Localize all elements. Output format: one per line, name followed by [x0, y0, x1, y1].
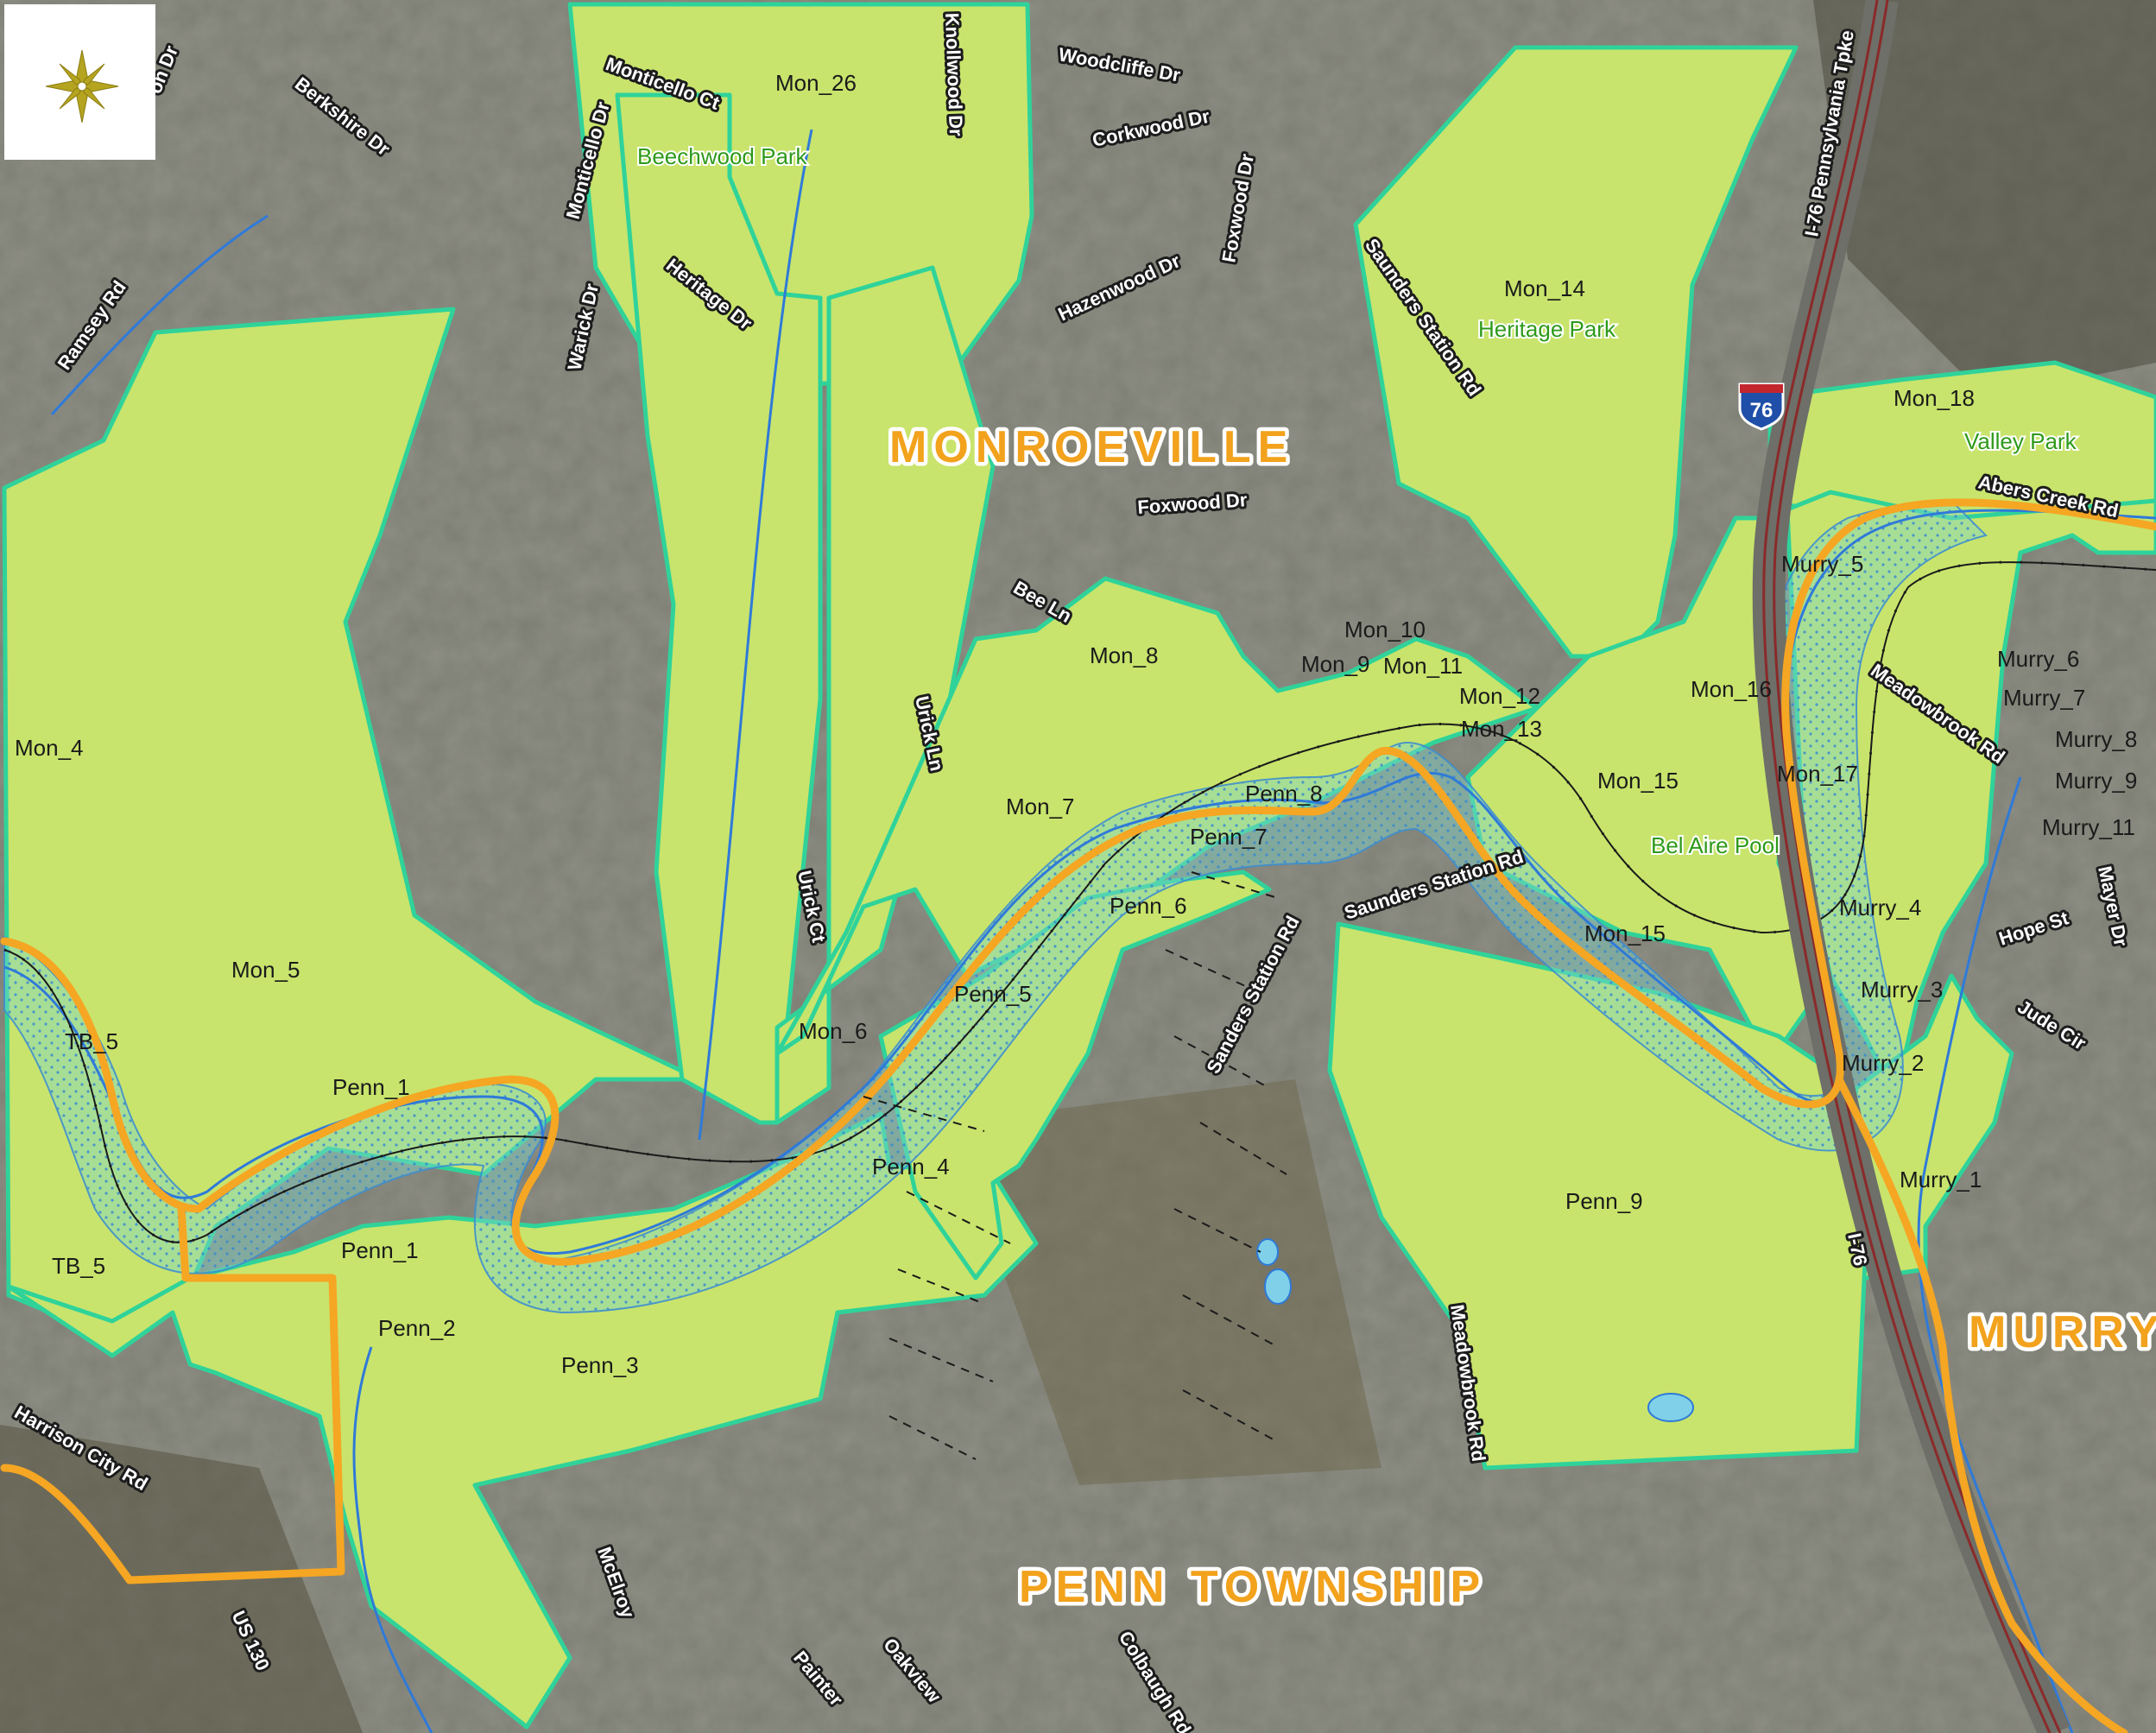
parcel-label[interactable]: Murry_9	[2055, 768, 2137, 794]
trails	[0, 498, 2156, 1733]
easement-lines	[863, 871, 1287, 1460]
parcel-label[interactable]: Mon_17	[1777, 761, 1858, 787]
parcel-label[interactable]: Penn_9	[1565, 1188, 1643, 1214]
wooded-area	[1813, 0, 2156, 397]
parcel-label[interactable]: Penn_1	[332, 1074, 410, 1100]
parcel-label[interactable]: Mon_5	[231, 957, 300, 983]
parcel-mon-14[interactable]	[1353, 45, 1799, 659]
parcel-label[interactable]: Murry_1	[1900, 1167, 1982, 1192]
parcel-label[interactable]: Mon_8	[1090, 642, 1159, 668]
parcel-label[interactable]: Penn_4	[872, 1154, 950, 1180]
pond	[1256, 1238, 1279, 1266]
compass-box	[4, 4, 155, 160]
park-label[interactable]: Beechwood Park	[635, 142, 810, 171]
parcel-label[interactable]: Penn_1	[341, 1237, 419, 1263]
railroad-line	[3, 561, 2156, 1243]
parcel-labels: Mon_26 Mon_14 Mon_18 Mon_4 Mon_5 Mon_6 M…	[15, 70, 2137, 1378]
interstate-shield-icon: 76	[1738, 383, 1785, 431]
municipality-label: PENN TOWNSHIP	[1019, 1562, 1487, 1612]
park-label[interactable]: Bel Aire Pool	[1649, 831, 1781, 860]
parcel-label[interactable]: Murry_6	[1997, 646, 2079, 672]
parcel-label[interactable]: Murry_11	[2042, 814, 2135, 840]
parcel-penn-1-2-3[interactable]	[6, 1111, 1039, 1730]
trail-branch	[0, 1205, 345, 1584]
parcel-label[interactable]: Mon_14	[1504, 275, 1585, 301]
parcel-label[interactable]: Mon_12	[1459, 683, 1540, 709]
municipality-label: MONROEVILLE	[889, 422, 1294, 472]
parcel-label[interactable]: Murry_8	[2055, 726, 2137, 752]
stream-tributary	[352, 1346, 433, 1733]
svg-text:76: 76	[1750, 399, 1773, 422]
parcel-label[interactable]: TB_5	[65, 1028, 118, 1054]
pond	[1264, 1268, 1292, 1305]
parcel-label[interactable]: Murry_7	[2003, 685, 2085, 711]
parcel-label[interactable]: Mon_4	[15, 735, 84, 761]
parcel-label[interactable]: Penn_2	[378, 1315, 456, 1341]
wooded-area	[950, 1079, 1381, 1485]
parcel-label[interactable]: Murry_2	[1842, 1050, 1924, 1076]
parcel-label[interactable]: Penn_3	[561, 1352, 639, 1378]
parcel-label[interactable]: Mon_18	[1894, 385, 1975, 411]
park-label[interactable]: Valley Park	[1963, 427, 2079, 456]
compass-rose-icon	[45, 49, 119, 123]
parcel-label[interactable]: Mon_10	[1344, 617, 1426, 642]
parcel-label[interactable]: Mon_15	[1584, 920, 1666, 946]
park-label[interactable]: Heritage Park	[1476, 314, 1618, 344]
parcel-label[interactable]: TB_5	[52, 1253, 105, 1279]
parcel-label[interactable]: Penn_6	[1110, 893, 1187, 919]
parcel-label[interactable]: Mon_26	[775, 70, 857, 96]
parcel-label[interactable]: Murry_5	[1781, 551, 1863, 577]
parcel-label[interactable]: Mon_6	[799, 1018, 868, 1044]
parcel-label[interactable]: Mon_16	[1691, 676, 1772, 702]
parcel-label[interactable]: Mon_7	[1006, 794, 1075, 819]
parcel-label[interactable]: Mon_15	[1597, 768, 1679, 794]
parcel-label[interactable]: Murry_3	[1861, 977, 1943, 1002]
trail-south	[1835, 1075, 2128, 1733]
road-label[interactable]: Knollwood Dr	[939, 9, 970, 139]
trail-main	[0, 498, 2156, 1266]
stream-tributary	[50, 214, 269, 416]
parcel-label[interactable]: Penn_7	[1190, 824, 1268, 850]
parcel-mon-6[interactable]	[775, 265, 996, 1125]
parcel-label[interactable]: Penn_8	[1245, 781, 1323, 806]
parcel-label[interactable]: Mon_9	[1301, 651, 1370, 677]
parcel-label[interactable]: Murry_4	[1839, 895, 1921, 920]
stream-tributary	[698, 129, 813, 1141]
parcel-label[interactable]: Mon_11	[1383, 653, 1463, 679]
municipality-label: MURRY	[1969, 1307, 2156, 1357]
pond	[1647, 1393, 1694, 1422]
stream-tributary	[1917, 776, 2074, 1733]
parcel-label[interactable]: Mon_13	[1461, 716, 1542, 742]
parcel-label[interactable]: Penn_5	[954, 981, 1032, 1007]
